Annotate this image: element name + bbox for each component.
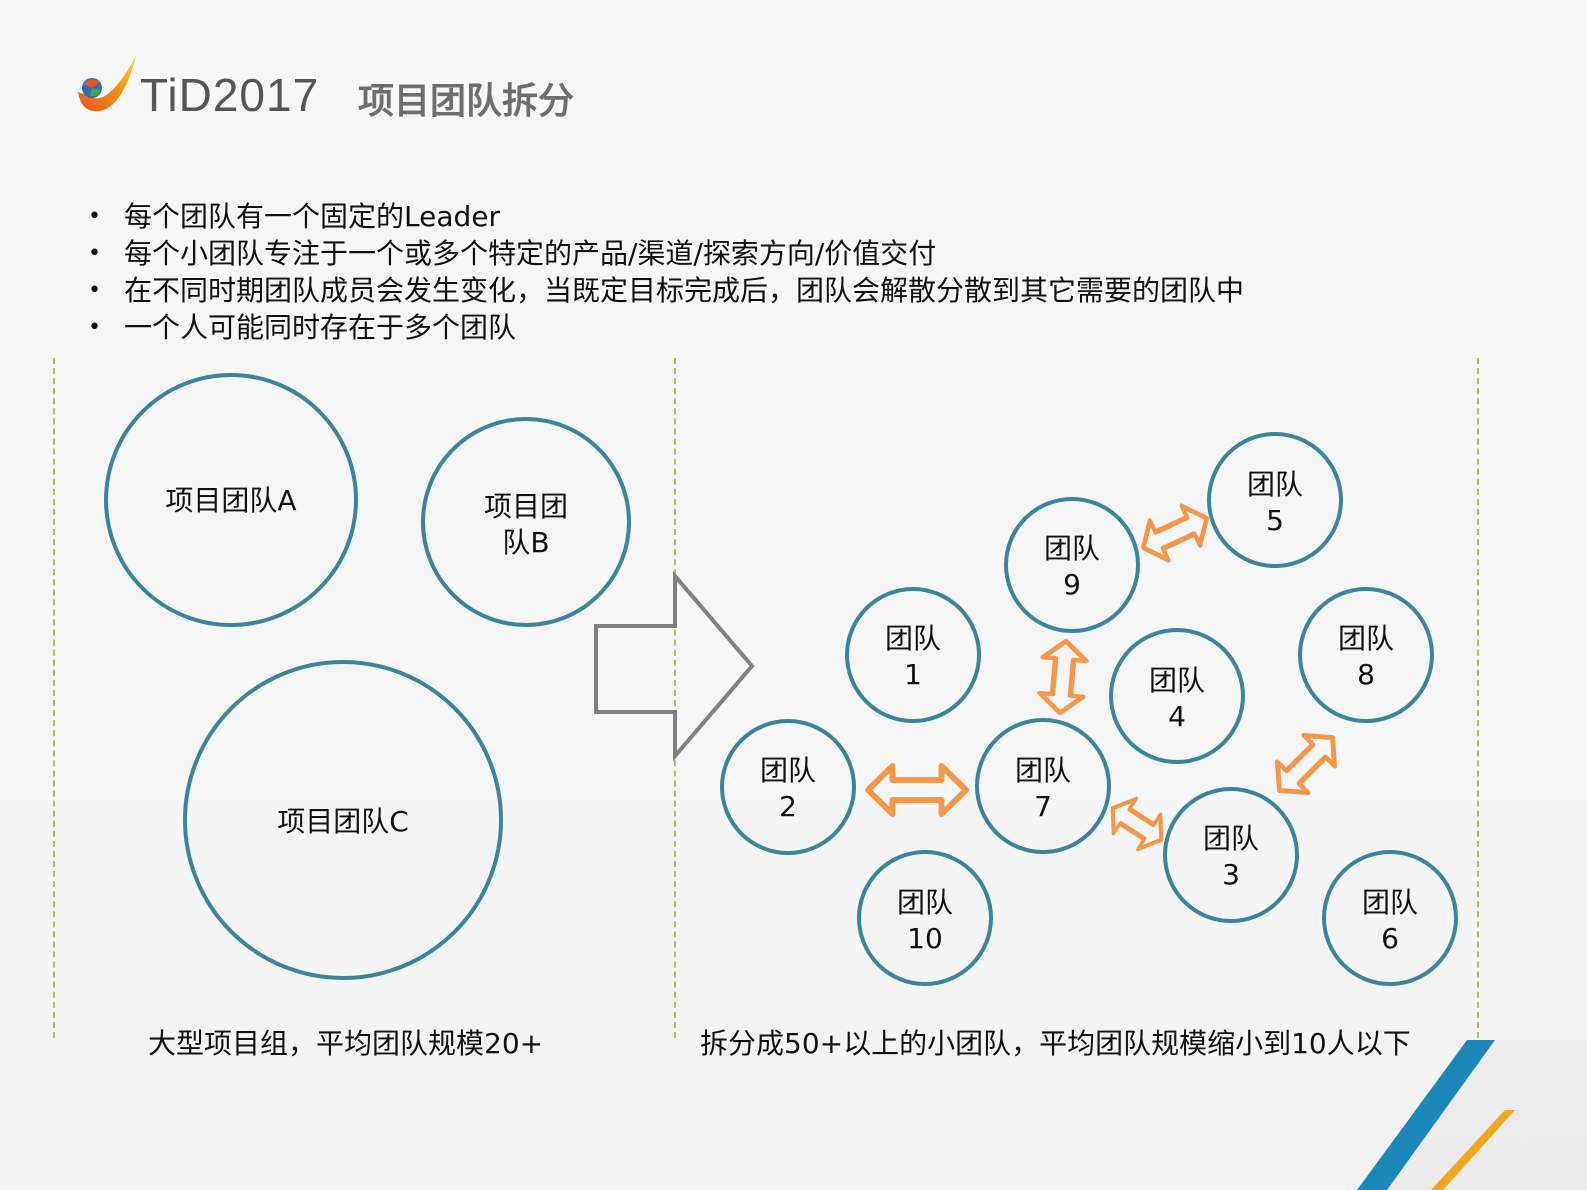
divider-middle	[674, 358, 676, 1038]
double-arrow-icon-3-8	[1264, 722, 1348, 806]
bullet-item: •一个人可能同时存在于多个团队	[88, 311, 517, 344]
team-circle-4: 团队 4	[1109, 628, 1245, 764]
bullet-dot-icon: •	[88, 278, 101, 303]
svg-text:3: 3	[1222, 858, 1240, 891]
svg-text:团队: 团队	[1338, 622, 1394, 655]
double-arrow-icon-2-7	[868, 766, 966, 814]
divider-right	[1477, 358, 1479, 1038]
team-circle-3: 团队 3	[1163, 787, 1299, 923]
team-circle-A: 项目团队A	[104, 373, 358, 627]
svg-text:团队: 团队	[897, 886, 953, 919]
svg-text:团队: 团队	[1362, 886, 1418, 919]
svg-text:9: 9	[1063, 568, 1081, 601]
svg-text:队B: 队B	[502, 526, 549, 559]
bullet-dot-icon: •	[88, 241, 101, 266]
svg-text:10: 10	[907, 922, 943, 955]
right-arrow-icon	[594, 570, 755, 762]
team-circle-6: 团队 6	[1322, 850, 1458, 986]
svg-text:项目团队C: 项目团队C	[277, 805, 409, 838]
team-circle-2: 团队 2	[720, 719, 856, 855]
right-caption: 拆分成50+以上的小团队，平均团队规模缩小到10人以下	[700, 1027, 1411, 1060]
bullet-list: •每个团队有一个固定的Leader •每个小团队专注于一个或多个特定的产品/渠道…	[88, 198, 1244, 346]
svg-text:团队: 团队	[1203, 822, 1259, 855]
brand-name: TiD2017	[140, 69, 320, 121]
bullet-item: •每个团队有一个固定的Leader	[88, 200, 501, 233]
svg-text:项目团: 项目团	[484, 490, 568, 523]
team-circle-C: 项目团队C	[183, 660, 503, 980]
svg-text:2: 2	[779, 790, 797, 823]
left-caption: 大型项目组，平均团队规模20+	[148, 1027, 544, 1060]
double-arrow-icon-9-7	[1038, 639, 1087, 714]
svg-text:团队: 团队	[1247, 468, 1303, 501]
page-title: 项目团队拆分	[358, 81, 575, 122]
divider-left	[53, 358, 55, 1038]
svg-text:8: 8	[1357, 658, 1375, 691]
team-circle-1: 团队 1	[845, 587, 981, 723]
team-circle-10: 团队 10	[857, 850, 993, 986]
bullet-item: •在不同时期团队成员会发生变化，当既定目标完成后，团队会解散分散到其它需要的团队…	[88, 274, 1245, 307]
bullet-item: •每个小团队专注于一个或多个特定的产品/渠道/探索方向/价值交付	[88, 237, 937, 270]
svg-text:团队: 团队	[1015, 754, 1071, 787]
team-circle-8: 团队 8	[1298, 587, 1434, 723]
svg-text:7: 7	[1034, 790, 1052, 823]
svg-text:1: 1	[904, 658, 922, 691]
team-circle-7: 团队 7	[975, 718, 1111, 854]
svg-text:6: 6	[1381, 922, 1399, 955]
bullet-dot-icon: •	[88, 204, 101, 229]
team-circle-5: 团队 5	[1207, 432, 1343, 568]
svg-text:团队: 团队	[885, 622, 941, 655]
svg-text:团队: 团队	[760, 754, 816, 787]
double-arrow-icon-9-5	[1134, 499, 1216, 568]
svg-text:团队: 团队	[1149, 664, 1205, 697]
bullet-dot-icon: •	[88, 315, 101, 340]
svg-text:4: 4	[1168, 700, 1186, 733]
tid-logo-icon	[78, 56, 136, 112]
svg-text:5: 5	[1266, 504, 1284, 537]
team-circle-B: 项目团 队B	[421, 417, 631, 627]
team-circle-9: 团队 9	[1004, 497, 1140, 633]
corner-stripes-decoration	[1357, 1040, 1587, 1190]
svg-text:团队: 团队	[1044, 532, 1100, 565]
svg-text:项目团队A: 项目团队A	[165, 484, 296, 517]
double-arrow-icon-7-3	[1102, 791, 1173, 857]
